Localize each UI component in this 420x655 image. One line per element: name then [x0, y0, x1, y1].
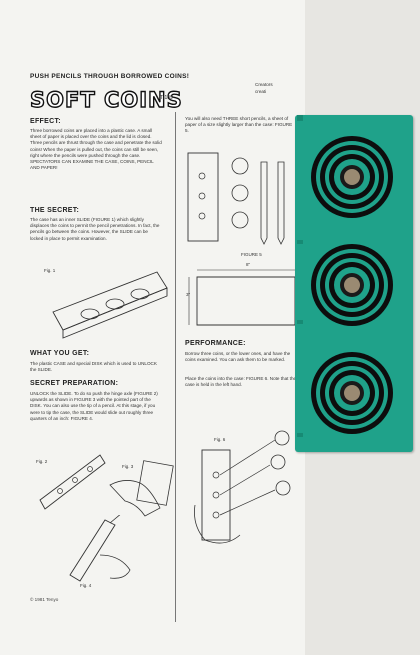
instruction-sheet: [0, 0, 305, 655]
fig6-label: Fig. 6: [214, 437, 226, 442]
width-dimension: 8": [246, 262, 251, 267]
paper-dimension-illustration: [188, 269, 296, 326]
fig4-label: Fig. 4: [80, 583, 92, 588]
effect-body: Three borrowed coins are placed into a p…: [30, 128, 162, 171]
fig1-label: Fig. 1: [44, 268, 56, 273]
publisher-text: Creators: [255, 82, 273, 87]
secret-heading: THE SECRET:: [30, 207, 80, 214]
prep-body: UNLOCK the SLIDE. To do so push the hing…: [30, 391, 158, 421]
publisher-text-2: creati: [255, 89, 267, 94]
plastic-coin-case: [295, 115, 413, 452]
performance-step-1: Borrow three coins, or the lower ones, a…: [185, 351, 291, 363]
product-code: T-109: [160, 95, 173, 101]
fig6-illustration: [194, 430, 291, 544]
copyright-text: © 1981 Tenyo: [30, 597, 59, 602]
coin-slot-top: [311, 136, 393, 218]
prep-heading: SECRET PREPARATION:: [30, 380, 119, 387]
logo-soft-coins: SOFT COINS: [29, 87, 183, 112]
need-text: You will also need THREE short pencils, …: [185, 116, 293, 134]
fig3-label: Fig. 3: [122, 464, 134, 469]
coin-slot-bottom: [311, 352, 393, 434]
what-you-get-body: The plastic CASE and special DISK which …: [30, 361, 157, 373]
page-title: PUSH PENCILS THROUGH BORROWED COINS!: [30, 73, 190, 80]
fig5-label: FIGURE 5: [241, 252, 262, 257]
fig4-illustration: [69, 515, 131, 582]
performance-step-2: Place the coins into the case: FIGURE 6.…: [185, 376, 297, 388]
performance-heading: PERFORMANCE:: [185, 340, 246, 347]
coin-slot-middle: [311, 244, 393, 326]
fig5-illustration: [187, 152, 285, 245]
what-you-get-heading: WHAT YOU GET:: [30, 350, 90, 357]
case-hinge-notches: [297, 115, 303, 437]
column-divider: [175, 112, 176, 622]
fig2-label: Fig. 2: [36, 459, 48, 464]
height-dimension: 3": [186, 292, 191, 297]
fig2-fig3-illustration: [39, 454, 174, 517]
fig1-illustration: [52, 271, 168, 339]
effect-heading: EFFECT:: [30, 118, 61, 125]
secret-body: The case has an inner SLIDE (FIGURE 1) w…: [30, 217, 160, 241]
